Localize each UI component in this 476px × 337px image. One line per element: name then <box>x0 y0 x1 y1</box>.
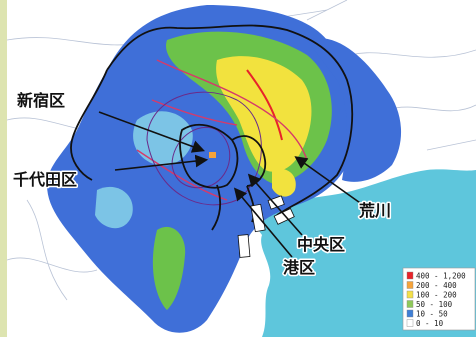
bay-small-inlet <box>387 205 476 240</box>
legend-box <box>402 267 476 331</box>
density-lightblue-patch <box>133 111 193 166</box>
arrow-chuo <box>247 173 303 236</box>
legend-swatch <box>406 300 414 308</box>
label-arakawa: 荒川 <box>358 201 391 220</box>
legend-swatch <box>406 281 414 289</box>
label-chiyoda: 千代田区 <box>13 170 77 189</box>
label-minato: 港区 <box>283 258 315 277</box>
density-red-river-tint <box>246 69 283 141</box>
legend-label: 0 - 10 <box>416 319 444 328</box>
density-orange-spot <box>209 152 216 158</box>
leader-arrows <box>98 111 364 258</box>
legend-label: 50 - 100 <box>416 300 453 309</box>
density-lightblue-patch-2 <box>95 186 133 229</box>
arrow-arakawa <box>294 156 364 206</box>
arrow-shinjuku <box>98 111 206 153</box>
density-yellow-patch <box>272 168 296 197</box>
density-low-east <box>307 38 402 182</box>
label-chuo: 中央区 <box>297 235 345 254</box>
arrow-minato <box>233 187 293 258</box>
legend-label: 100 - 200 <box>416 291 457 300</box>
legend-swatch <box>406 271 414 280</box>
legend-label: 400 - 1,200 <box>416 272 466 281</box>
density-green-south <box>152 226 186 310</box>
legend-label: 200 - 400 <box>416 281 457 290</box>
legend-swatch <box>406 319 414 327</box>
density-yellow-core <box>216 56 312 172</box>
legend-swatch <box>406 309 414 318</box>
rivers <box>136 59 308 201</box>
coastal-piers <box>237 195 295 258</box>
ward-boundaries <box>70 24 354 231</box>
legend-swatch <box>406 290 414 299</box>
legend-label: 10 - 50 <box>416 310 448 319</box>
arrow-chiyoda <box>114 154 209 171</box>
label-shinjuku: 新宿区 <box>17 91 65 110</box>
